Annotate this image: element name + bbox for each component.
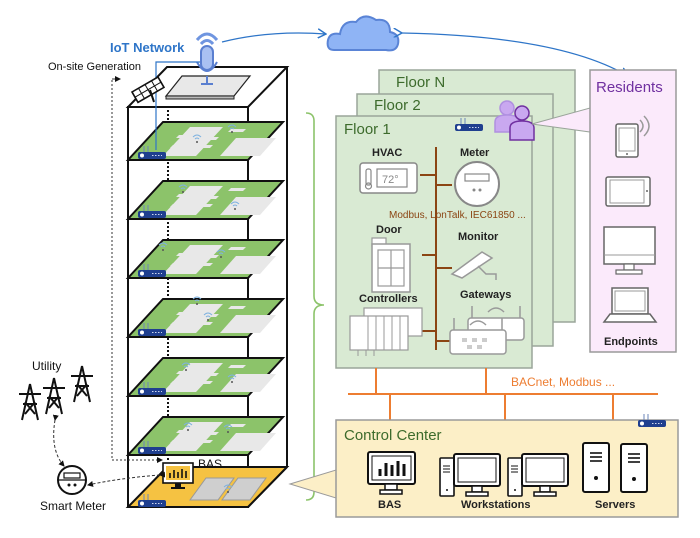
workstation-icon xyxy=(439,453,501,497)
floor-protocol-bus xyxy=(420,147,452,350)
floor-protocols-label: Modbus, LonTalk, IEC61850 ... xyxy=(389,210,526,221)
workstation-icon xyxy=(507,453,569,497)
meter-label: Meter xyxy=(460,147,490,159)
desktop-monitor-icon xyxy=(603,226,656,275)
controllers-icon xyxy=(349,307,423,356)
door-label: Door xyxy=(376,224,402,236)
thermostat-icon: 72° xyxy=(359,162,418,194)
iot-network-link xyxy=(155,61,200,150)
gateways-label: Gateways xyxy=(460,289,511,301)
iot-microphone-antenna-icon xyxy=(195,32,219,85)
residents-panel: Residents Endpoints xyxy=(589,69,677,353)
server-icon xyxy=(582,442,610,493)
door-icon xyxy=(371,237,411,293)
laptop-icon xyxy=(602,287,658,323)
monitor-label: Monitor xyxy=(458,231,499,243)
floor-1-title: Floor 1 xyxy=(344,121,391,138)
iot-cloud-link xyxy=(221,33,326,43)
controllers-label: Controllers xyxy=(359,293,418,305)
smart-meter-icon xyxy=(57,465,87,495)
hvac-label: HVAC xyxy=(372,147,402,159)
backbone-bus xyxy=(348,368,658,420)
cloud-icon xyxy=(326,15,400,52)
control-center-router-icon xyxy=(637,413,667,428)
residents-people-icon xyxy=(494,100,535,141)
floors-bracket xyxy=(305,112,325,501)
phone-icon xyxy=(615,115,650,158)
security-camera-icon xyxy=(450,251,497,280)
residents-title: Residents xyxy=(596,79,663,96)
cc-servers-label: Servers xyxy=(595,499,635,511)
floor-n-title: Floor N xyxy=(396,74,445,91)
meter-bas-link xyxy=(87,471,166,487)
floor-2-title: Floor 2 xyxy=(374,97,421,114)
building-bas-monitor-icon xyxy=(162,462,194,489)
tablet-icon xyxy=(605,176,651,207)
cloud-residents-link xyxy=(402,33,628,76)
backbone-protocols-label: BACnet, Modbus ... xyxy=(511,375,615,389)
utility-label: Utility xyxy=(32,359,61,373)
iot-network-label: IoT Network xyxy=(110,40,185,55)
gateways-icon xyxy=(449,306,525,355)
server-icon xyxy=(620,443,648,493)
building: BAS xyxy=(125,66,290,508)
building-bas-label: BAS xyxy=(198,457,222,471)
smart-meter-label: Smart Meter xyxy=(40,499,106,513)
cc-workstations-label: Workstations xyxy=(461,499,530,511)
cc-bas-label: BAS xyxy=(378,499,401,511)
cc-bas-monitor-icon xyxy=(367,451,416,495)
endpoints-label: Endpoints xyxy=(604,336,658,348)
meter-icon xyxy=(454,161,500,207)
utility-meter-link xyxy=(52,414,65,467)
svg-text:72°: 72° xyxy=(382,174,399,186)
solar-panel-icon xyxy=(130,75,166,104)
onsite-generation-label: On-site Generation xyxy=(48,61,141,73)
control-center-title: Control Center xyxy=(344,427,442,444)
utility-tower-icon xyxy=(19,365,93,421)
generation-feed-line xyxy=(111,80,163,463)
